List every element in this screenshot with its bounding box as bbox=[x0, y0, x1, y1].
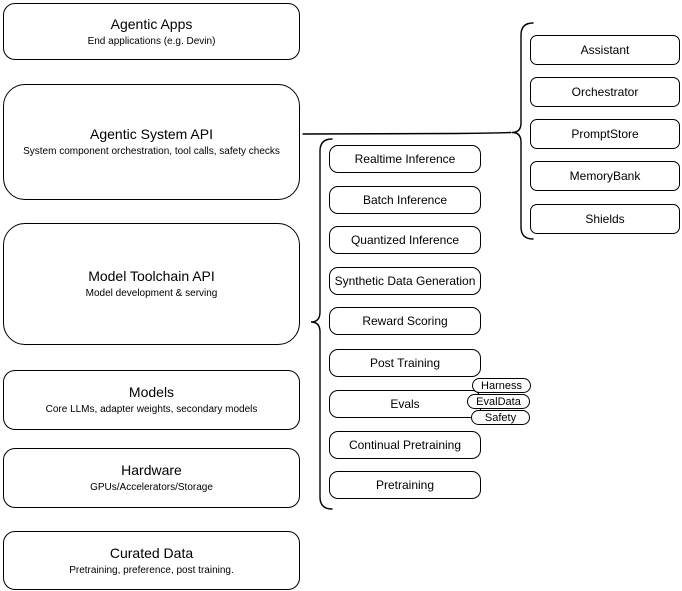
box-subtitle: System component orchestration, tool cal… bbox=[23, 146, 280, 157]
box-realtime-inference: Realtime Inference bbox=[329, 145, 481, 173]
box-subtitle: Pretraining, preference, post training. bbox=[69, 564, 234, 576]
box-assistant: Assistant bbox=[530, 35, 680, 65]
box-evals: Evals bbox=[329, 390, 481, 418]
box-quantized-inference: Quantized Inference bbox=[329, 226, 481, 254]
tag-safety: Safety bbox=[471, 410, 530, 425]
box-agentic-system-api: Agentic System API System component orch… bbox=[3, 84, 300, 200]
box-subtitle: Model development & serving bbox=[85, 288, 218, 299]
box-pretraining: Pretraining bbox=[329, 471, 481, 499]
box-title: Hardware bbox=[121, 462, 182, 478]
box-orchestrator: Orchestrator bbox=[530, 77, 680, 107]
box-model-toolchain-api: Model Toolchain API Model development & … bbox=[3, 223, 300, 345]
box-shields: Shields bbox=[530, 204, 680, 234]
box-models: Models Core LLMs, adapter weights, secon… bbox=[3, 370, 300, 430]
box-title: Models bbox=[128, 384, 175, 400]
box-title: Agentic Apps bbox=[110, 15, 193, 32]
box-promptstore: PromptStore bbox=[530, 119, 680, 149]
box-curated-data: Curated Data Pretraining, preference, po… bbox=[3, 531, 300, 590]
box-subtitle: End applications (e.g. Devin) bbox=[87, 35, 216, 47]
box-reward-scoring: Reward Scoring bbox=[329, 307, 481, 335]
box-title: Agentic System API bbox=[90, 126, 213, 142]
box-synthetic-data-generation: Synthetic Data Generation bbox=[329, 267, 481, 295]
tag-evaldata: EvalData bbox=[467, 394, 530, 409]
box-title: Model Toolchain API bbox=[88, 268, 215, 284]
box-agentic-apps: Agentic Apps End applications (e.g. Devi… bbox=[3, 3, 300, 60]
box-title: Curated Data bbox=[109, 544, 194, 561]
box-memorybank: MemoryBank bbox=[530, 161, 680, 191]
tag-harness: Harness bbox=[472, 378, 531, 393]
box-subtitle: Core LLMs, adapter weights, secondary mo… bbox=[45, 404, 258, 415]
box-post-training: Post Training bbox=[329, 349, 481, 377]
box-continual-pretraining: Continual Pretraining bbox=[329, 431, 481, 459]
line-system-api-to-components bbox=[302, 131, 512, 135]
box-hardware: Hardware GPUs/Accelerators/Storage bbox=[3, 448, 300, 508]
box-subtitle: GPUs/Accelerators/Storage bbox=[90, 482, 213, 493]
box-batch-inference: Batch Inference bbox=[329, 186, 481, 214]
